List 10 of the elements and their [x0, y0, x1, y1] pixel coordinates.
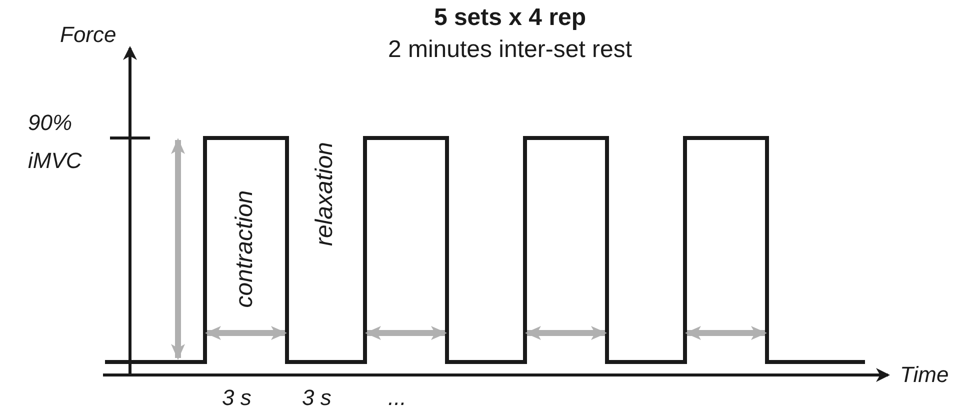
- subtitle: 2 minutes inter-set rest: [386, 36, 634, 64]
- duration-label: 3 s: [222, 385, 252, 411]
- axis-label: Time: [900, 362, 949, 388]
- level-label: 90% iMVC: [28, 109, 83, 175]
- phase-label: contraction: [231, 189, 259, 309]
- phase-label: relaxation: [311, 140, 339, 248]
- duration-label: 3 s: [302, 385, 332, 411]
- axis-label: Force: [60, 22, 116, 48]
- ellipsis: ...: [388, 385, 406, 411]
- title: 5 sets x 4 rep: [432, 4, 588, 32]
